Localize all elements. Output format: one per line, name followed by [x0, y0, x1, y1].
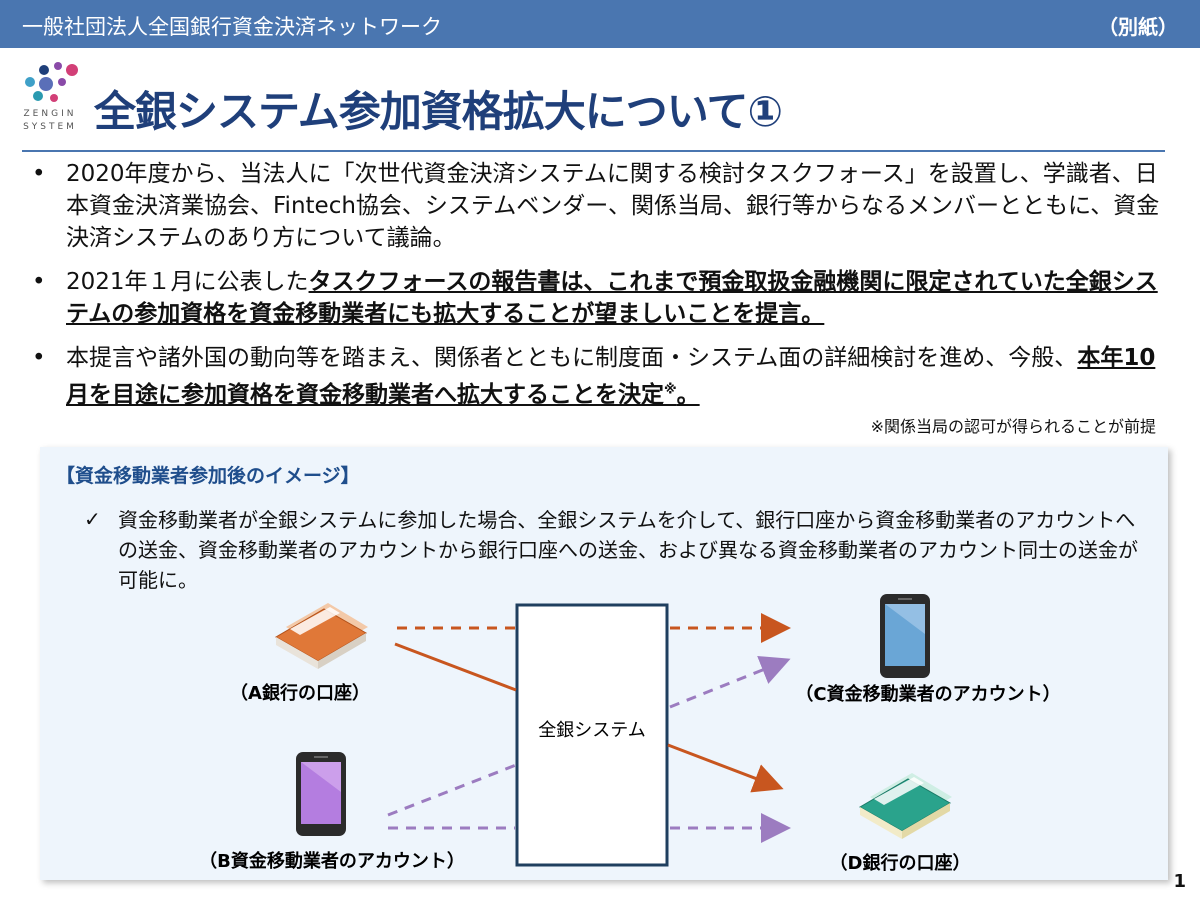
attachment-tag: （別紙）	[1098, 15, 1178, 39]
arrow-b-to-c-left	[387, 763, 517, 817]
bullet-item-1: 2020年度から、当法人に「次世代資金決済システムに関する検討タスクフォース」を…	[30, 158, 1170, 254]
flow-diagram: 全銀システム （A銀行の口座） （B資金移動業者のアカウント）	[199, 594, 1061, 874]
smartphone-icon	[880, 594, 930, 678]
bullet-text: 本提言や諸外国の動向等を踏まえ、関係者とともに制度面・システム面の詳細検討を進め…	[66, 345, 1078, 371]
emphasis-text: タスクフォースの報告書は、これまで預金取扱金融機関に限定されていた全銀システムの…	[66, 269, 1158, 327]
bank-card-icon	[859, 773, 952, 839]
footnote: ※関係当局の認可が得られることが前提	[870, 417, 1156, 436]
header-bar: 一般社団法人全国銀行資金決済ネットワーク （別紙）	[0, 0, 1200, 48]
zengin-logo	[14, 60, 86, 140]
title-divider	[22, 150, 1165, 152]
page-title: 全銀システム参加資格拡大について①	[94, 87, 783, 136]
panel-description: 資金移動業者が全銀システムに参加した場合、全銀システムを介して、銀行口座から資金…	[118, 508, 1138, 592]
node-d-label: （D銀行の口座）	[830, 852, 971, 874]
emphasis-body: 本年10月を目途に参加資格を資金移動業者へ拡大することを決定	[66, 345, 1156, 408]
bullet-item-3: 本提言や諸外国の動向等を踏まえ、関係者とともに制度面・システム面の詳細検討を進め…	[30, 342, 1170, 411]
bullet-text: 2020年度から、当法人に「次世代資金決済システムに関する検討タスクフォース」を…	[66, 161, 1160, 251]
bullet-item-2: 2021年１月に公表したタスクフォースの報告書は、これまで預金取扱金融機関に限定…	[30, 266, 1170, 330]
emphasis-text: 本年10月を目途に参加資格を資金移動業者へ拡大することを決定※。	[66, 345, 1155, 408]
logo-line-2: SYSTEM	[23, 122, 77, 132]
emphasis-end: 。	[676, 381, 700, 408]
image-panel: 【資金移動業者参加後のイメージ】 ✓ 資金移動業者が全銀システムに参加した場合、…	[40, 447, 1168, 880]
zengin-system-box	[515, 603, 669, 867]
organization-name: 一般社団法人全国銀行資金決済ネットワーク	[22, 15, 442, 39]
node-b-label: （B資金移動業者のアカウント）	[199, 850, 465, 872]
node-c-label: （C資金移動業者のアカウント）	[795, 683, 1060, 705]
bullet-text: 2021年１月に公表した	[66, 269, 309, 295]
arrow-b-to-c-right	[669, 655, 791, 709]
arrow-a-to-d-right	[667, 743, 784, 793]
bank-card-icon	[275, 603, 368, 669]
smartphone-icon	[296, 752, 346, 836]
bullet-list: 2020年度から、当法人に「次世代資金決済システムに関する検討タスクフォース」を…	[30, 158, 1170, 423]
arrow-a-to-d-left	[394, 642, 517, 692]
zengin-system-label: 全銀システム	[538, 720, 645, 741]
panel-title: 【資金移動業者参加後のイメージ】	[56, 465, 360, 487]
logo-dots-icon	[25, 62, 78, 102]
logo-line-1: ZENGIN	[23, 109, 77, 119]
page-number: 1	[1173, 871, 1186, 892]
logo-wordmark: ZENGIN SYSTEM	[14, 108, 86, 134]
footnote-mark: ※	[664, 382, 677, 397]
node-a-label: （A銀行の口座）	[230, 682, 370, 704]
checkmark-icon: ✓	[84, 507, 101, 531]
